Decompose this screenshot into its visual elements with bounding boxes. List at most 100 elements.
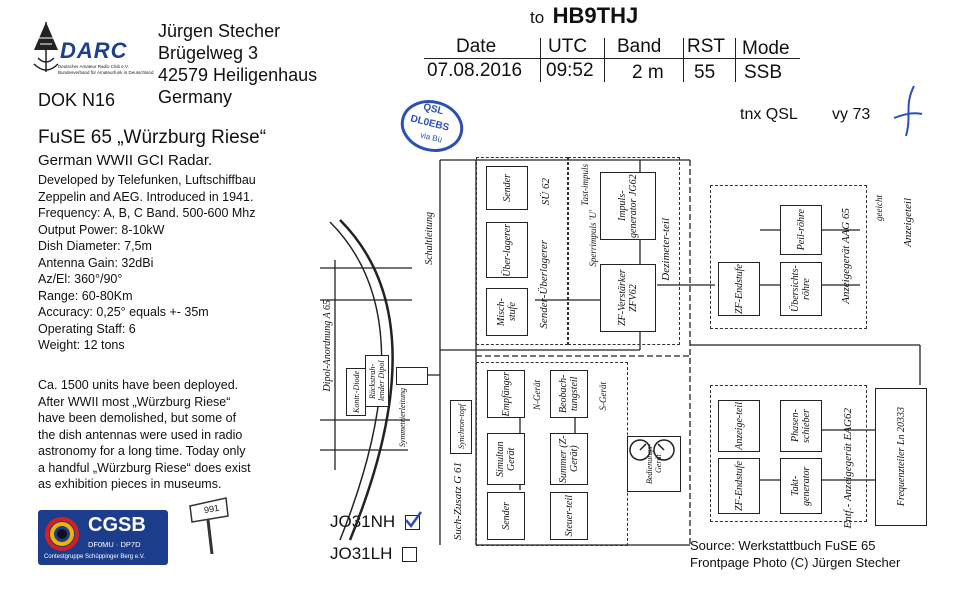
info-line: Weight: 12 tons (38, 338, 125, 352)
info-line: Dish Diameter: 7,5m (38, 239, 152, 253)
block-empfaenger: Empfänger (487, 370, 525, 418)
gauge-icon (653, 439, 675, 461)
qso-value-rst: 55 (694, 62, 716, 83)
sender-city: 42579 Heiligenhaus (158, 65, 318, 85)
block-synchrontopf: Synchron-topf (450, 400, 472, 454)
to-label: to (530, 8, 545, 27)
label-entf-anzeige: Entf.- Anzeigegerät EAG62 (842, 408, 854, 529)
block-taktgenerator: Takt-generator (780, 458, 822, 514)
vy-73: vy 73 (832, 106, 871, 123)
info-subtitle: German WWII GCI Radar. (38, 152, 213, 169)
recipient-callsign: HB9THJ (552, 3, 639, 28)
label-s-geraet: S-Gerät (598, 382, 608, 411)
sender-address: Jürgen Stecher Brügelweg 3 42579 Heilige… (158, 20, 317, 108)
info-line: Operating Staff: 6 (38, 321, 136, 336)
qso-value-utc: 09:52 (546, 60, 594, 81)
qso-value-date: 07.08.2016 (427, 60, 523, 81)
block-kontrolldiode: Kontr.-Diode (346, 368, 366, 416)
qso-header-band: Band (617, 36, 662, 57)
signature (893, 85, 923, 137)
darc-subtitle-2: Bundesverband für Amateurfunk in Deutsch… (58, 70, 154, 75)
block-label: Misch-stufe (496, 298, 518, 326)
story-line: a handful „Würzburg Riese“ does exist (38, 460, 251, 475)
block-label: Über-lagerer (501, 223, 513, 277)
label-sender-ueberlagerer: Sender-Überlagerer (538, 240, 550, 329)
block-label: Phasen-schieber (790, 409, 812, 443)
qso-value-band: 2 m (632, 62, 664, 83)
block-uebersichtsroehre: Übersichts-röhre (780, 262, 822, 316)
info-line: Output Power: 8-10kW (38, 222, 165, 237)
qso-header-mode: Mode (742, 38, 790, 59)
block-rueckstrahlender-dipol: Rückstrah-lender Dipol (365, 355, 389, 407)
group-sender-ueberlagerer (476, 157, 568, 345)
locator-label: JO31NH (330, 512, 396, 531)
block-summer: Summer (Z-Gerät) (550, 433, 588, 485)
label-symmetrierleitung: Symmetrierleitung (398, 388, 407, 448)
info-title: FuSE 65 „Würzburg Riese“ (38, 127, 267, 148)
block-label: Summer (Z-Gerät) (558, 435, 580, 483)
block-beobachtung: Beobach-tungsteil (550, 370, 588, 418)
block-label: ZF-Verstärker ZFV62 (617, 269, 639, 327)
label-tastimpuls: Tast-impuls (580, 164, 590, 206)
check-icon (405, 510, 423, 528)
label-such-zusatz: Such-Zusatz G 61 (452, 462, 464, 541)
qso-value-mode: SSB (744, 62, 783, 83)
block-zf-verstaerker: ZF-Verstärker ZFV62 (600, 264, 656, 332)
locator-checkbox-checked[interactable] (405, 510, 423, 530)
qso-rule (424, 58, 800, 59)
sender-name: Jürgen Stecher (158, 21, 281, 41)
label-anzeigegeraet-top: Anzeigegerät AAG 65 (840, 208, 852, 304)
block-phasenschieber: Phasen-schieber (780, 400, 822, 452)
qsl-stamp (400, 100, 464, 152)
block-zf-endstufe-bottom: ZF-Endstufe (718, 458, 760, 514)
qso-divider-4 (735, 38, 736, 82)
cgsb-name: CGSB (88, 514, 146, 536)
dok-label: DOK N16 (38, 90, 116, 110)
block-steuerteil: Steuer-teil (550, 492, 588, 540)
story-line: as exhibition pieces in museums. (38, 477, 222, 491)
darc-logo (33, 22, 59, 72)
block-label: Peil-röhre (795, 209, 807, 251)
info-line: Antenna Gain: 32dBi (38, 255, 154, 270)
info-line: Zeppelin and AEG. Introduced in 1941. (38, 189, 254, 204)
tnx-qsl: tnx QSL (740, 106, 798, 123)
label-n-geraet: N-Gerät (532, 380, 542, 410)
block-peilroehre: Peil-röhre (780, 205, 822, 255)
info-line: Developed by Telefunken, Luftschiffbau (38, 173, 256, 187)
label-sperrimpuls: Sperrimpuls 'U' (588, 210, 598, 267)
story-line: Ca. 1500 units have been deployed. (38, 378, 239, 392)
block-label: Empfänger (500, 371, 512, 417)
contest-sign-icon (189, 497, 229, 555)
label-schaltleitung: Schaltleitung (424, 212, 435, 265)
block-label: Synchron-topf (456, 404, 466, 450)
block-label: Beobach-tungsteil (558, 374, 580, 414)
story-line: the dish antennas were used in radio (38, 427, 243, 442)
qso-divider-2 (604, 38, 605, 82)
qso-divider-3 (683, 38, 684, 82)
block-label: Simultan Gerät (495, 441, 517, 477)
source-line-1: Source: Werkstattbuch FuSE 65 (690, 538, 876, 553)
block-mischstufe: Misch-stufe (486, 288, 528, 336)
block-label: ZF-Endstufe (733, 264, 745, 314)
sender-street: Brügelweg 3 (158, 43, 259, 63)
block-label: Sender (501, 174, 513, 202)
block-frequenzteiler: Frequenzteiler Ln 20333 (875, 388, 927, 526)
block-label: Impuls-generator JG62 (617, 174, 639, 238)
locator-checkbox-empty[interactable] (402, 546, 418, 562)
qso-header-utc: UTC (548, 36, 588, 57)
info-line: Az/El: 360°/90° (38, 272, 123, 286)
block-sender-top: Sender (486, 166, 528, 210)
block-label: Kontr.-Diode (351, 371, 361, 413)
block-label: Frequenzteiler Ln 20333 (895, 407, 907, 507)
block-label: Sender (500, 502, 512, 530)
group-entf-anzeige (710, 385, 867, 522)
label-dipol: Dipol-Anordnung A 65 (322, 300, 333, 392)
block-label: Takt-generator (790, 466, 812, 506)
label-dezimeterteil: Dezimeter-teil (660, 218, 672, 281)
story-line: have been demolished, but some of (38, 411, 237, 425)
locator-label: JO31LH (330, 544, 393, 563)
block-label: ZF-Endstufe (733, 461, 745, 511)
block-bedienung: Bedienungs-Gerät (627, 436, 681, 492)
group-anzeigegeraet-top (710, 185, 867, 329)
